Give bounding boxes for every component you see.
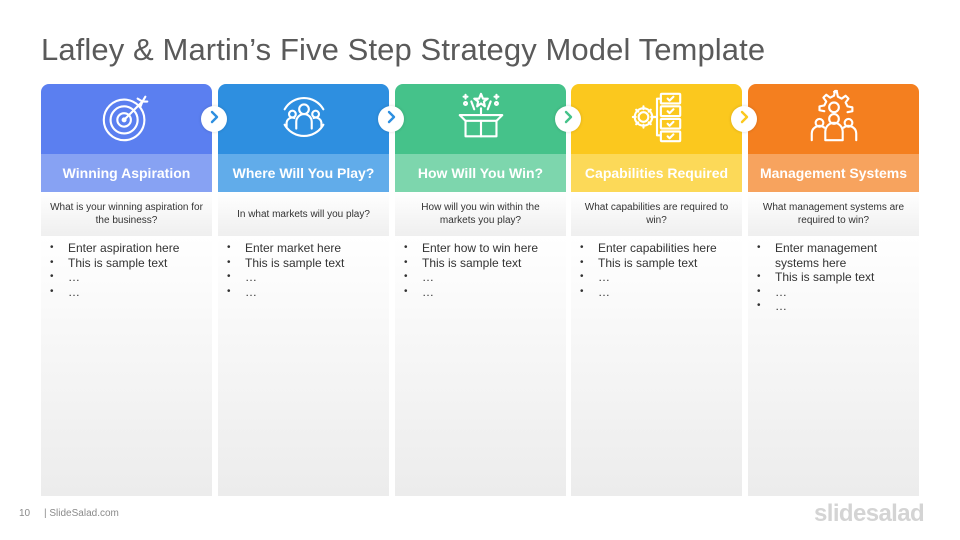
- step-arrow-2: [378, 106, 404, 132]
- list-item[interactable]: …: [49, 270, 202, 285]
- step-question-5: What management systems are required to …: [748, 192, 919, 236]
- list-item[interactable]: …: [403, 270, 556, 285]
- step-column-4: Capabilities Required What capabilities …: [571, 84, 742, 496]
- team-circle-icon: [275, 88, 333, 151]
- step-question-1: What is your winning aspiration for the …: [41, 192, 212, 236]
- list-item[interactable]: …: [226, 285, 379, 300]
- list-item[interactable]: This is sample text: [226, 256, 379, 271]
- step-arrow-1: [201, 106, 227, 132]
- step-label-4: Capabilities Required: [571, 154, 742, 192]
- list-item[interactable]: This is sample text: [756, 270, 909, 285]
- brand-logo: slidesalad: [814, 500, 925, 527]
- step-arrow-4: [731, 106, 757, 132]
- bullet-list: Enter capabilities here This is sample t…: [571, 236, 742, 299]
- gear-people-icon: [805, 88, 863, 151]
- step-body-1: Enter aspiration here This is sample tex…: [41, 236, 212, 496]
- list-item[interactable]: …: [403, 285, 556, 300]
- list-item[interactable]: This is sample text: [49, 256, 202, 271]
- chevron-right-icon: [384, 110, 398, 129]
- chevron-right-icon: [737, 110, 751, 129]
- step-column-3: How Will You Win? How will you win withi…: [395, 84, 566, 496]
- list-item[interactable]: Enter aspiration here: [49, 241, 202, 256]
- steps-row: Winning Aspiration What is your winning …: [41, 84, 919, 496]
- step-header-2: [218, 84, 389, 154]
- bullet-list: Enter aspiration here This is sample tex…: [41, 236, 212, 299]
- list-item[interactable]: …: [756, 285, 909, 300]
- list-item[interactable]: Enter management systems here: [756, 241, 909, 270]
- chevron-right-icon: [207, 110, 221, 129]
- step-label-1: Winning Aspiration: [41, 154, 212, 192]
- step-question-2: In what markets will you play?: [218, 192, 389, 236]
- step-label-3: How Will You Win?: [395, 154, 566, 192]
- list-item[interactable]: …: [756, 299, 909, 314]
- step-body-3: Enter how to win here This is sample tex…: [395, 236, 566, 496]
- page-number: 10: [19, 508, 31, 519]
- step-header-5: [748, 84, 919, 154]
- list-item[interactable]: This is sample text: [579, 256, 732, 271]
- step-body-5: Enter management systems here This is sa…: [748, 236, 919, 496]
- list-item[interactable]: Enter capabilities here: [579, 241, 732, 256]
- step-header-1: [41, 84, 212, 154]
- list-item[interactable]: …: [579, 285, 732, 300]
- footer-site-link[interactable]: | SlideSalad.com: [44, 508, 119, 519]
- page-title: Lafley & Martin’s Five Step Strategy Mod…: [41, 32, 766, 67]
- open-box-stars-icon: [452, 88, 510, 151]
- list-item[interactable]: …: [579, 270, 732, 285]
- list-item[interactable]: …: [49, 285, 202, 300]
- bullet-list: Enter market here This is sample text … …: [218, 236, 389, 299]
- list-item[interactable]: This is sample text: [403, 256, 556, 271]
- target-arrow-icon: [98, 88, 156, 151]
- list-item[interactable]: Enter how to win here: [403, 241, 556, 256]
- chevron-right-icon: [561, 110, 575, 129]
- gear-checklist-icon: [628, 88, 686, 151]
- step-header-3: [395, 84, 566, 154]
- step-header-4: [571, 84, 742, 154]
- step-column-1: Winning Aspiration What is your winning …: [41, 84, 212, 496]
- step-question-4: What capabilities are required to win?: [571, 192, 742, 236]
- list-item[interactable]: Enter market here: [226, 241, 379, 256]
- bullet-list: Enter management systems here This is sa…: [748, 236, 919, 314]
- list-item[interactable]: …: [226, 270, 379, 285]
- step-column-2: Where Will You Play? In what markets wil…: [218, 84, 389, 496]
- step-body-4: Enter capabilities here This is sample t…: [571, 236, 742, 496]
- step-arrow-3: [555, 106, 581, 132]
- step-label-2: Where Will You Play?: [218, 154, 389, 192]
- step-body-2: Enter market here This is sample text … …: [218, 236, 389, 496]
- bullet-list: Enter how to win here This is sample tex…: [395, 236, 566, 299]
- step-column-5: Management Systems What management syste…: [748, 84, 919, 496]
- step-label-5: Management Systems: [748, 154, 919, 192]
- step-question-3: How will you win within the markets you …: [395, 192, 566, 236]
